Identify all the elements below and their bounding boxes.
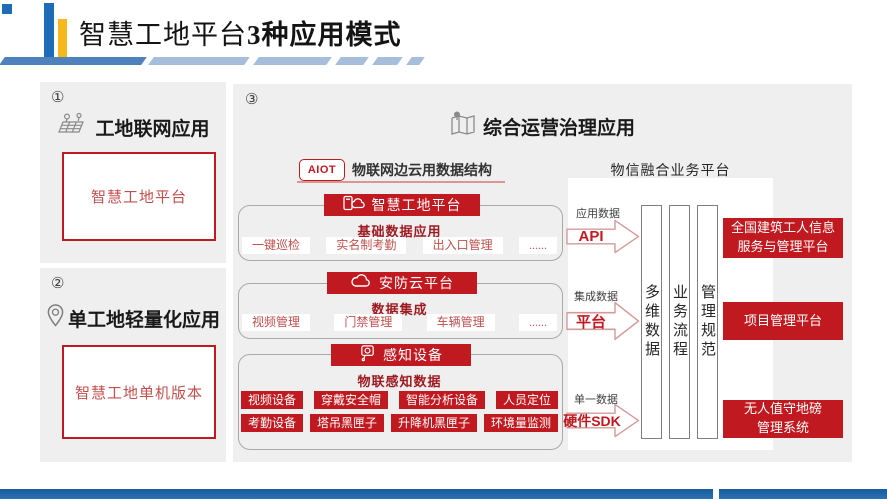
- arrow3-caption: 单一数据: [574, 394, 618, 406]
- aiot-caption: 物联网边云用数据结构: [352, 164, 492, 179]
- output-label: 无人值守地磅 管理系统: [743, 401, 822, 435]
- panel2-heading-label: 单工地轻量化应用: [67, 310, 220, 331]
- arrow2-caption: 集成数据: [574, 291, 618, 303]
- item-chip: ......: [518, 314, 557, 331]
- footer-bar-left: [0, 489, 713, 499]
- header-rule-segment: [0, 57, 147, 65]
- block-security-cloud-subtitle: 数据集成: [371, 302, 428, 317]
- block-security-cloud-header: 安防云平台: [327, 272, 477, 294]
- item-chip: 车辆管理: [426, 314, 495, 331]
- pillar-business-process: 业务流程: [669, 205, 690, 439]
- arrow1-label: API: [578, 228, 604, 245]
- block-sensing-devices-header: 感知设备: [331, 344, 471, 366]
- panel3-number: ③: [245, 91, 259, 108]
- header-rule-segment: [406, 57, 425, 65]
- item-chip: ......: [518, 237, 557, 254]
- item-chip: 一键巡检: [242, 237, 311, 254]
- page-title: 智慧工地平台3种应用模式: [79, 13, 402, 52]
- output-weighbridge-system: 无人值守地磅 管理系统: [723, 400, 843, 438]
- device-chip: 环境量监测: [483, 414, 558, 432]
- camera-icon: [359, 344, 376, 367]
- panel1-number: ①: [51, 89, 65, 106]
- panel1-platform-label: 智慧工地平台: [90, 190, 187, 206]
- panel2-number: ②: [51, 275, 65, 292]
- pillar-label: 多维数据: [643, 284, 659, 360]
- folded-map-icon: [450, 110, 476, 142]
- page-title-bold: 3种应用模式: [247, 20, 402, 50]
- panel1-heading: 工地联网应用: [40, 112, 226, 142]
- item-chip: 门禁管理: [334, 314, 403, 331]
- header-rule-segment: [253, 57, 332, 65]
- page-title-regular: 智慧工地平台: [79, 20, 247, 50]
- device-chip: 视频设备: [241, 391, 304, 409]
- item-chip: 视频管理: [242, 314, 311, 331]
- corner-decoration: [2, 4, 12, 14]
- block-smart-site-subtitle: 基础数据应用: [357, 224, 442, 239]
- arrow2-label: 平台: [575, 313, 606, 331]
- device-chip: 智能分析设备: [398, 391, 485, 409]
- panel2-platform-box: 智慧工地单机版本: [62, 345, 216, 439]
- block-smart-site-items: 一键巡检 实名制考勤 出入口管理 ......: [242, 237, 557, 254]
- item-chip: 实名制考勤: [326, 237, 407, 254]
- arrow1-caption: 应用数据: [576, 208, 620, 220]
- output-label: 项目管理平台: [743, 312, 822, 328]
- title-accent-yellow: [58, 19, 67, 57]
- block-security-cloud-items: 视频管理 门禁管理 车辆管理 ......: [242, 314, 557, 331]
- block-security-cloud-title: 安防云平台: [379, 277, 454, 292]
- aiot-underline: [297, 181, 505, 183]
- header-rule-segment: [148, 57, 250, 65]
- header-rule-segment: [335, 57, 369, 65]
- title-accent-blue: [44, 3, 54, 57]
- device-cloud-icon: [342, 195, 365, 216]
- pillar-management-standard: 管理规范: [697, 205, 718, 439]
- footer-bar-right: [719, 489, 887, 499]
- device-chip: 人员定位: [495, 391, 558, 409]
- block-sensing-devices-row1: 视频设备 穿戴安全帽 智能分析设备 人员定位: [241, 391, 558, 409]
- panel1-platform-box: 智慧工地平台: [62, 152, 216, 241]
- block-sensing-devices-title: 感知设备: [383, 349, 443, 364]
- output-label: 全国建筑工人信息 服务与管理平台: [730, 220, 835, 254]
- arrow3-label: 硬件SDK: [563, 412, 621, 429]
- panel3-heading-label: 综合运营治理应用: [482, 117, 635, 139]
- cloud-icon: [350, 273, 372, 293]
- arrow-right-icon: [566, 219, 640, 254]
- output-worker-info-platform: 全国建筑工人信息 服务与管理平台: [723, 218, 843, 258]
- block-sensing-devices-subtitle: 物联感知数据: [357, 374, 442, 389]
- device-chip: 升降机黑匣子: [390, 414, 477, 432]
- panel3-heading: 综合运营治理应用: [233, 110, 852, 142]
- location-pin-icon: [46, 303, 65, 334]
- block-smart-site-header: 智慧工地平台: [324, 194, 480, 216]
- panel1-heading-label: 工地联网应用: [95, 118, 210, 140]
- block-smart-site-title: 智慧工地平台: [371, 199, 462, 214]
- device-chip: 塔吊黑匣子: [309, 414, 384, 432]
- panel2-platform-label: 智慧工地单机版本: [74, 385, 203, 402]
- header-rule-segment: [372, 57, 403, 65]
- pillar-label: 管理规范: [699, 284, 715, 360]
- arrow-right-icon: [566, 403, 640, 438]
- fusion-platform-title: 物信融合业务平台: [610, 164, 731, 179]
- panel2-heading: 单工地轻量化应用: [40, 303, 226, 334]
- device-chip: 穿戴安全帽: [313, 391, 388, 409]
- output-project-management-platform: 项目管理平台: [723, 302, 843, 340]
- pillar-label: 业务流程: [671, 284, 687, 360]
- arrow-right-icon: [566, 301, 640, 341]
- block-sensing-devices-row2: 考勤设备 塔吊黑匣子 升降机黑匣子 环境量监测: [241, 414, 558, 432]
- item-chip: 出入口管理: [422, 237, 503, 254]
- aiot-badge: AIOT: [299, 159, 345, 181]
- aiot-badge-label: AIOT: [307, 164, 337, 176]
- grid-map-icon: [56, 112, 88, 142]
- pillar-multidim-data: 多维数据: [641, 205, 662, 439]
- device-chip: 考勤设备: [241, 414, 304, 432]
